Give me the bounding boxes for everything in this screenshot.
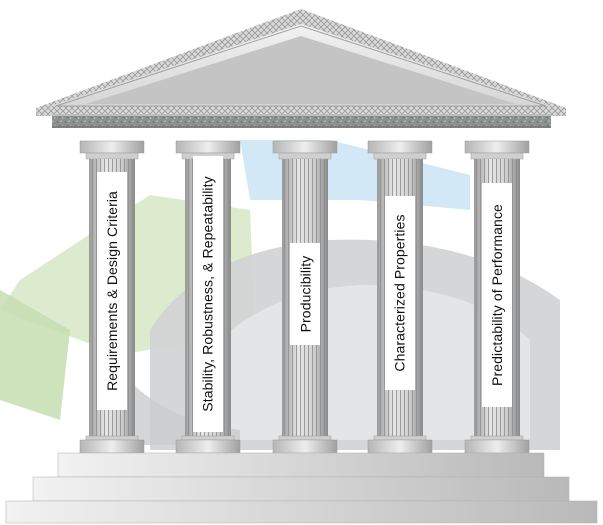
pillar-label-stability: Stability, Robustness, & Repeatability [193,156,223,432]
pillar-label-producibility: Producibility [290,243,320,345]
pillar-label-text: Predictability of Performance [489,204,505,386]
pillar-label-text: Producibility [297,255,313,333]
pediment [36,9,566,128]
pillar-label-text: Characterized Properties [392,214,408,372]
pillar-label-requirements: Requirements & Design Criteria [97,172,127,410]
pillar-label-text: Stability, Robustness, & Repeatability [200,176,216,412]
pillar-label-characterized: Characterized Properties [385,196,415,390]
pillar-label-text: Requirements & Design Criteria [104,191,121,391]
column [272,140,338,454]
steps [5,452,598,524]
pillar-label-predictability: Predictability of Performance [482,183,512,407]
